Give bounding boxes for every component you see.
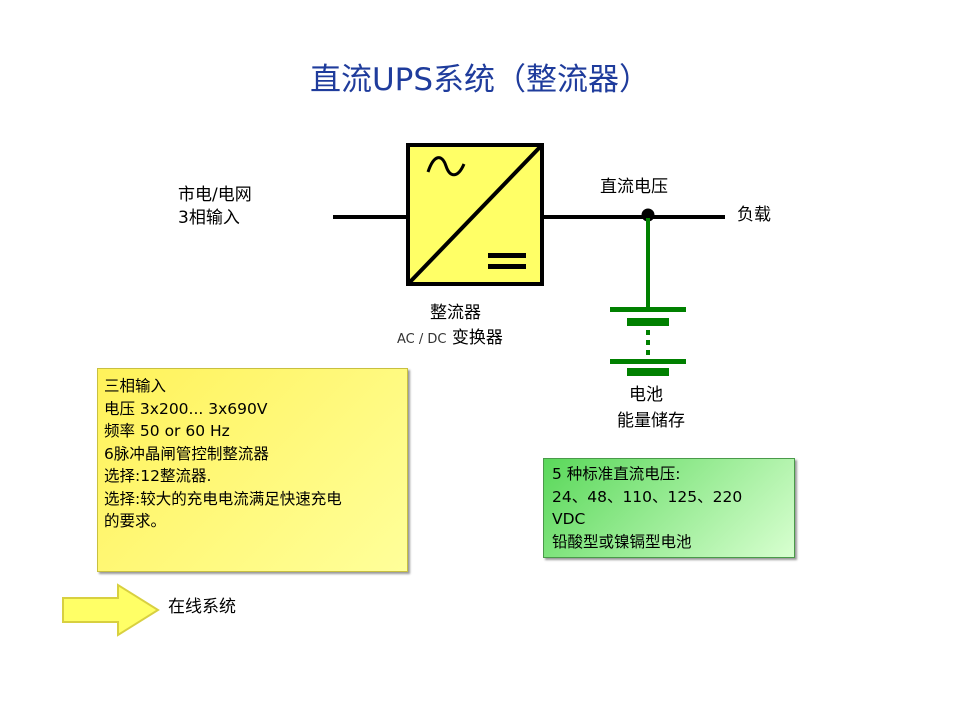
note-line: 频率 50 or 60 Hz bbox=[104, 422, 230, 440]
dc-voltage-label: 直流电压 bbox=[600, 177, 668, 197]
note-line: 电压 3x200... 3x690V bbox=[104, 399, 268, 418]
note-line: 铅酸型或镍镉型电池 bbox=[552, 532, 692, 551]
rectifier-notes-box: 三相输入 电压 3x200... 3x690V 频率 50 or 60 Hz 6… bbox=[97, 368, 408, 572]
rectifier-diagonal bbox=[407, 144, 543, 285]
slide-title: 直流UPS系统（整流器） bbox=[309, 62, 651, 98]
load-label: 负载 bbox=[737, 205, 771, 225]
arrow-right-icon bbox=[62, 583, 160, 637]
note-line: 的要求。 bbox=[104, 512, 167, 530]
note-line: 5 种标准直流电压: bbox=[552, 465, 681, 483]
dc-notes-box: 5 种标准直流电压: 24、48、110、125、220 VDC 铅酸型或镍镉型… bbox=[543, 458, 795, 558]
rectifier-label: 整流器 bbox=[430, 303, 481, 323]
battery-icon bbox=[610, 307, 686, 376]
note-line: 三相输入 bbox=[104, 377, 167, 395]
acdc-label: AC / DC bbox=[397, 332, 447, 347]
note-line: 6脉冲晶闸管控制整流器 bbox=[104, 444, 269, 463]
battery-label: 电池 bbox=[629, 385, 663, 405]
ac-sine-icon bbox=[426, 156, 466, 177]
note-line: VDC bbox=[552, 510, 586, 528]
online-system-label: 在线系统 bbox=[168, 597, 236, 617]
three-phase-label: 3相输入 bbox=[178, 208, 240, 228]
grid-label: 市电/电网 bbox=[178, 185, 252, 205]
note-line: 选择:12整流器. bbox=[104, 467, 212, 485]
junction-dot bbox=[641, 208, 655, 222]
dc-equals-icon bbox=[488, 253, 526, 269]
note-line: 选择:较大的充电电流满足快速充电 bbox=[104, 489, 342, 508]
note-line: 24、48、110、125、220 bbox=[552, 487, 743, 506]
energy-storage-label: 能量储存 bbox=[617, 411, 685, 431]
converter-label: 变换器 bbox=[451, 328, 503, 348]
